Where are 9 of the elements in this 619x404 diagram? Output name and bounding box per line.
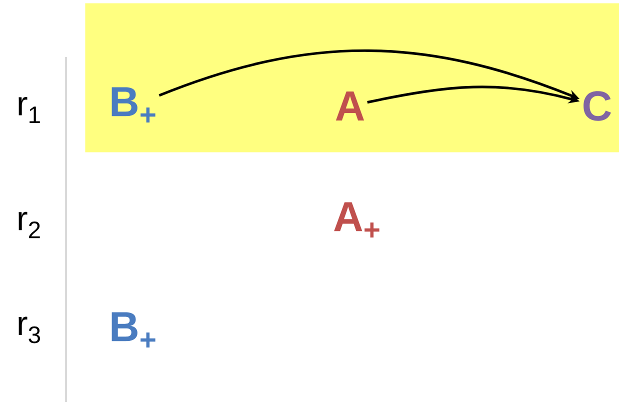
letter: B$_{+}$ — [112, 312, 156, 348]
row-label: r$_{2}$ — [18, 212, 40, 238]
row-label: r$_{3}$ — [18, 316, 40, 344]
row-label: r$_{1}$ — [18, 96, 40, 124]
letter: A$_{+}$ — [334, 202, 380, 238]
highlight-band — [85, 3, 619, 152]
letter: B$_{+}$ — [112, 87, 156, 122]
letter: C — [584, 91, 612, 121]
letter: A — [336, 92, 364, 120]
